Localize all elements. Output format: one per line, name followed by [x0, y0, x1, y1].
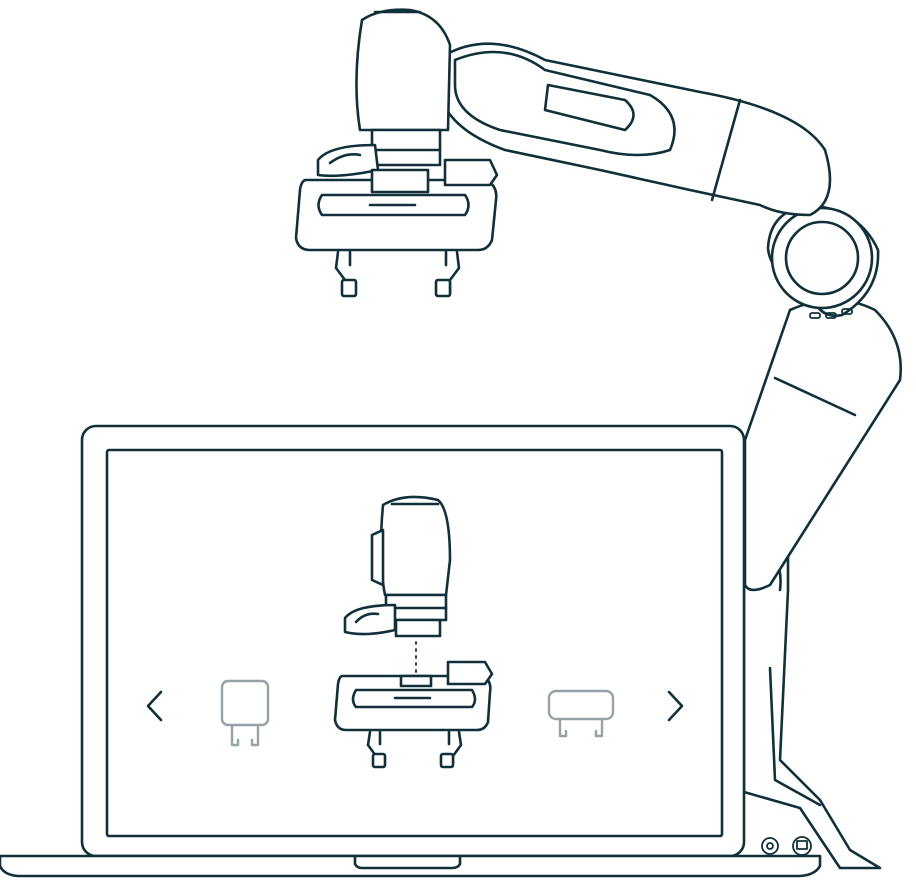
chevron-left-icon[interactable]: [138, 685, 168, 727]
robot-wrist-housing: [356, 10, 450, 130]
gripper-icon: [296, 160, 497, 296]
robot-lower-link: [745, 300, 901, 590]
ethernet-port-icon: [793, 837, 811, 855]
laptop-base: [0, 856, 820, 876]
laptop-icon: [0, 426, 820, 876]
chevron-right-icon[interactable]: [660, 685, 690, 727]
base-ports: [762, 837, 811, 855]
power-port-icon: [762, 838, 778, 854]
